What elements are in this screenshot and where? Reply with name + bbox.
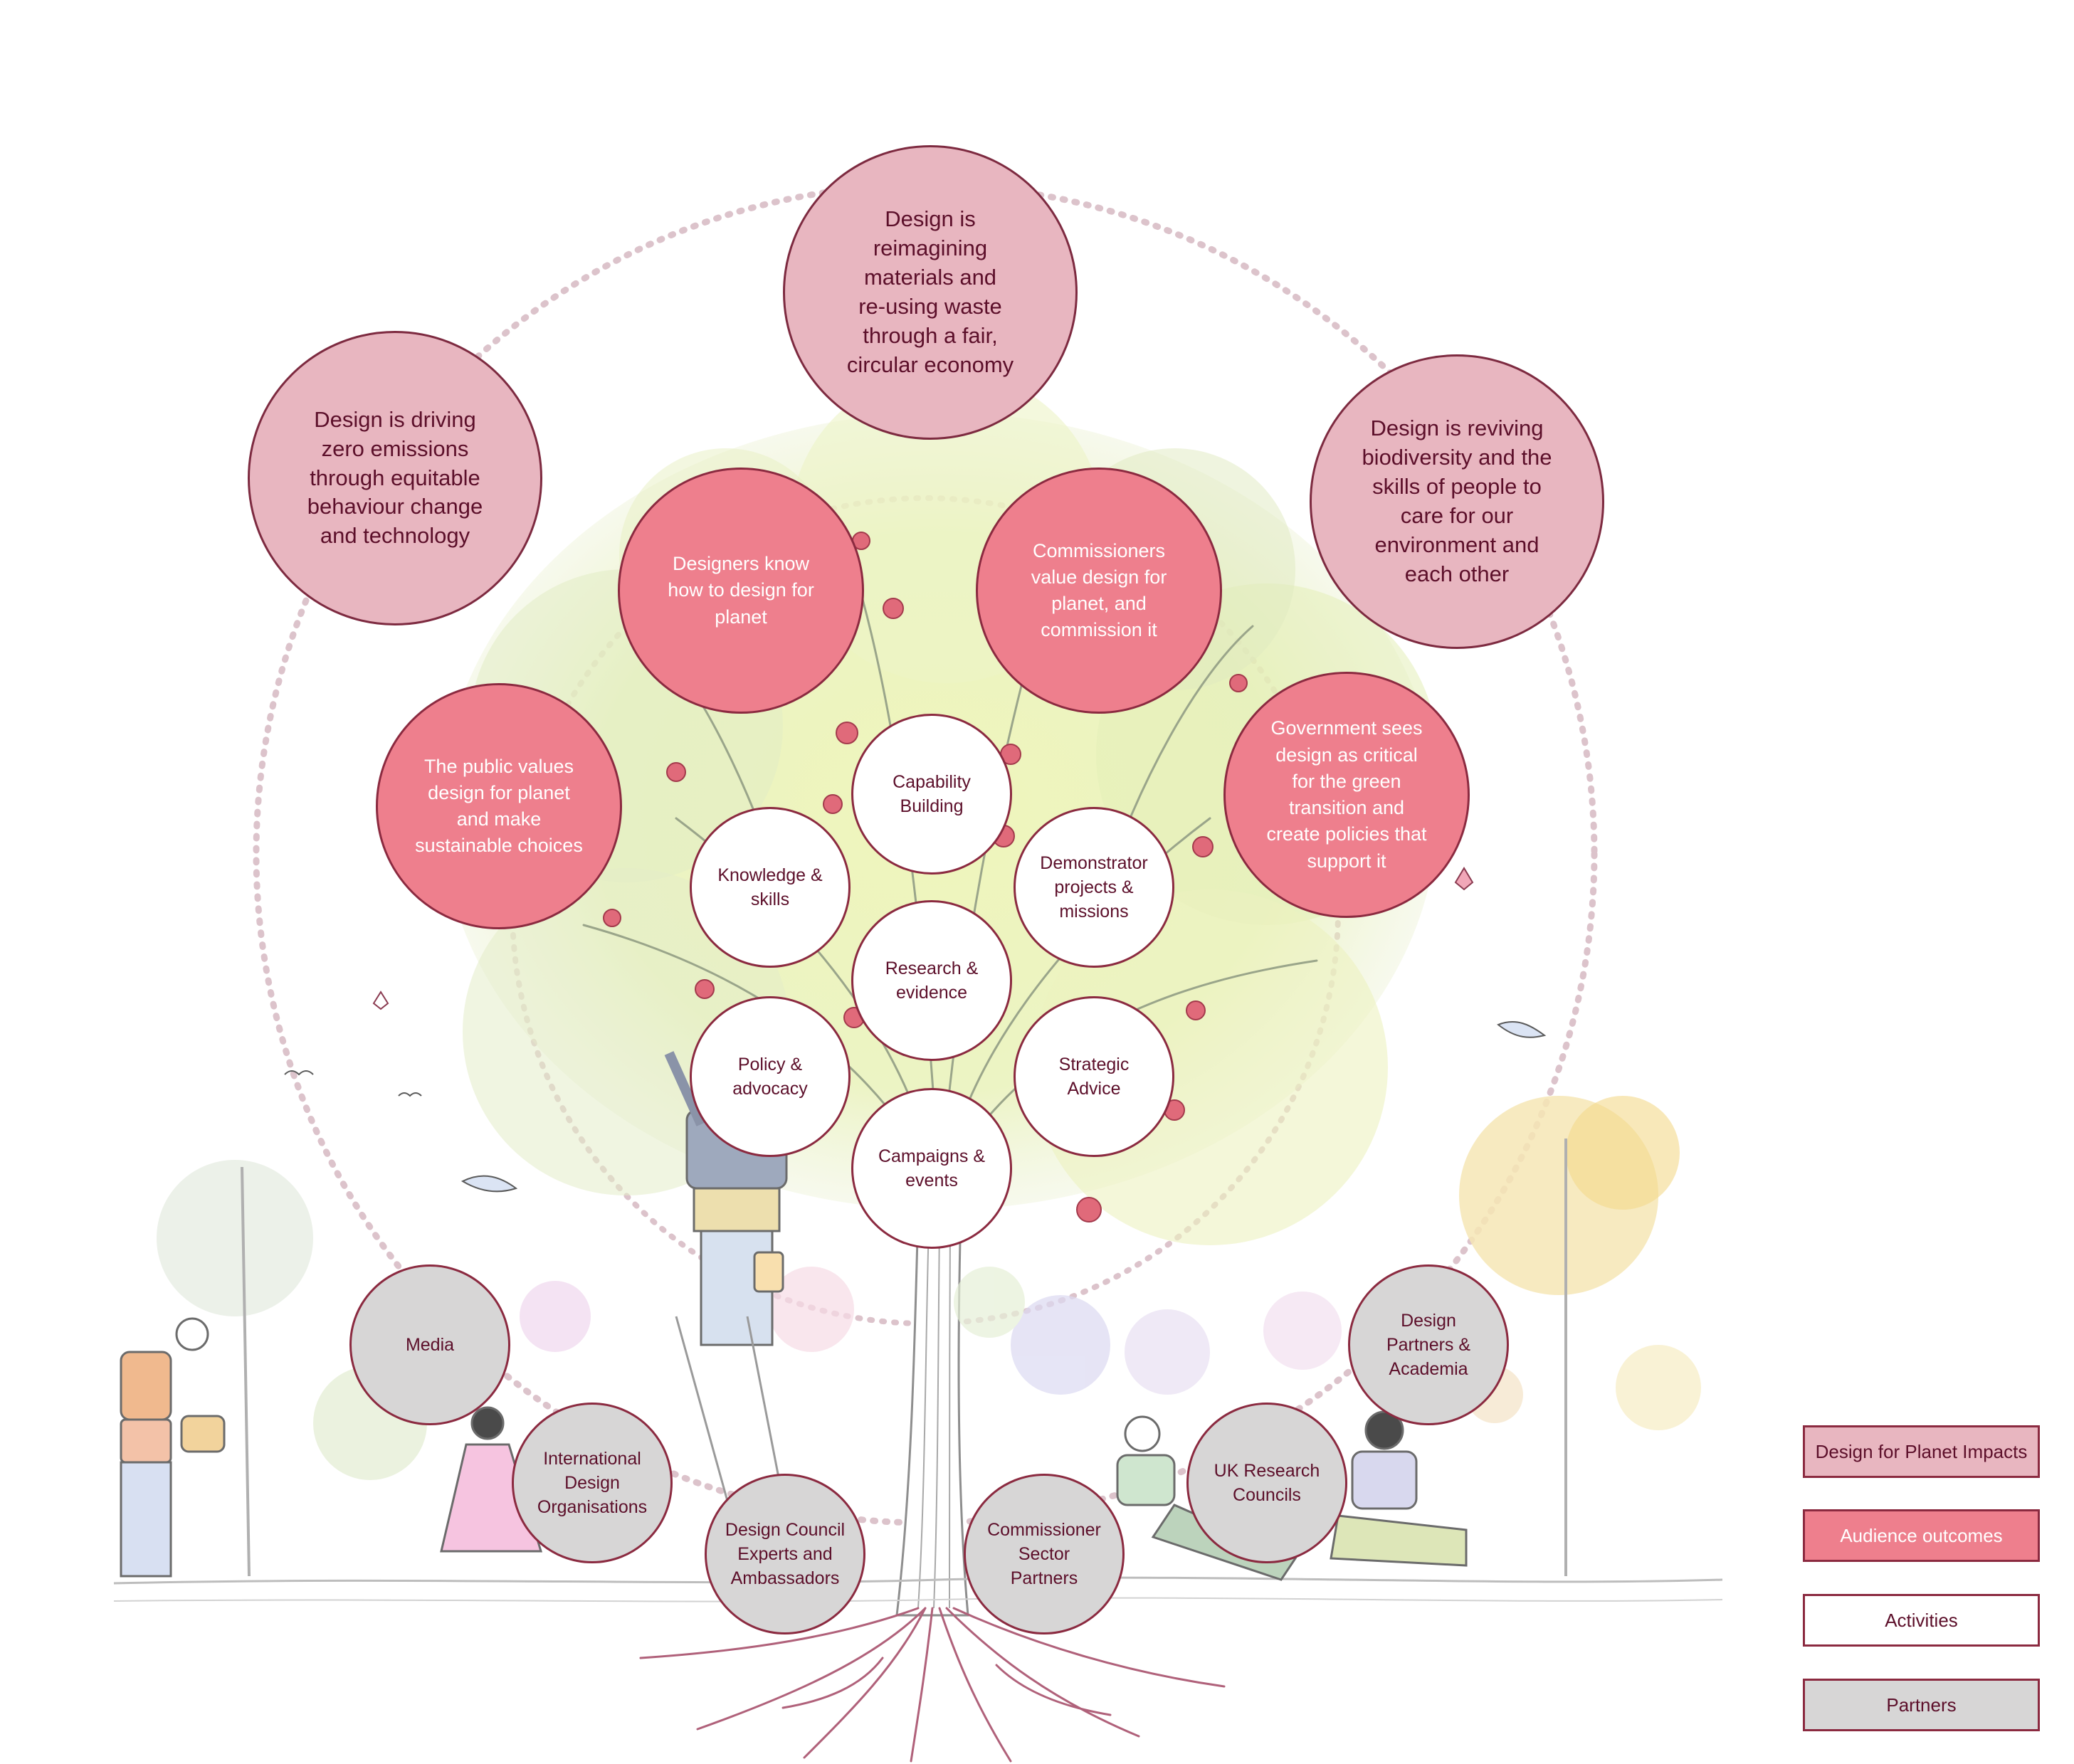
legend-activities-label: Activities [1885, 1610, 1958, 1632]
partner-design-academia: Design Partners & Academia [1348, 1264, 1509, 1425]
partner-uk-research-councils: UK Research Councils [1186, 1403, 1347, 1563]
outcome-commissioners: Commissioners value design for planet, a… [976, 468, 1222, 714]
outcome-designers: Designers know how to design for planet [618, 468, 864, 714]
outcome-designers-text: Designers know how to design for planet [668, 551, 814, 630]
activity-campaigns-events-text: Campaigns & events [878, 1144, 985, 1193]
legend-impacts-label: Design for Planet Impacts [1816, 1441, 2028, 1463]
partner-commissioner-sector: Commissioner Sector Partners [964, 1474, 1125, 1634]
partner-media: Media [349, 1264, 510, 1425]
activity-capability-building-text: Capability Building [893, 770, 971, 818]
activity-policy-advocacy: Policy & advocacy [690, 996, 851, 1157]
partner-uk-research-councils-text: UK Research Councils [1214, 1459, 1320, 1507]
legend-outcomes: Audience outcomes [1803, 1509, 2040, 1562]
partner-design-academia-text: Design Partners & Academia [1386, 1309, 1470, 1381]
outcome-public: The public values design for planet and … [376, 683, 622, 929]
partner-commissioner-sector-text: Commissioner Sector Partners [987, 1518, 1101, 1590]
legend-impacts: Design for Planet Impacts [1803, 1425, 2040, 1478]
impact-circular-economy-text: Design is reimagining materials and re-u… [847, 205, 1014, 379]
partner-international-design-orgs-text: International Design Organisations [537, 1447, 647, 1519]
legend-partners-label: Partners [1886, 1694, 1956, 1716]
tree-trunk [897, 1210, 968, 1615]
tree-roots [641, 1608, 1224, 1761]
impact-circular-economy: Design is reimagining materials and re-u… [783, 145, 1078, 440]
activity-strategic-advice-text: Strategic Advice [1059, 1052, 1130, 1101]
activity-demonstrator-projects: Demonstrator projects & missions [1014, 807, 1174, 968]
activity-capability-building: Capability Building [851, 714, 1012, 875]
impact-zero-emissions: Design is driving zero emissions through… [248, 331, 542, 625]
activity-knowledge-skills: Knowledge & skills [690, 807, 851, 968]
outcome-public-text: The public values design for planet and … [415, 754, 583, 860]
activity-research-evidence: Research & evidence [851, 900, 1012, 1061]
person-watering [121, 1319, 224, 1576]
impact-biodiversity: Design is reviving biodiversity and the … [1310, 354, 1604, 649]
activity-demonstrator-projects-text: Demonstrator projects & missions [1040, 851, 1147, 924]
impact-zero-emissions-text: Design is driving zero emissions through… [307, 406, 483, 551]
impact-biodiversity-text: Design is reviving biodiversity and the … [1362, 414, 1552, 588]
activity-strategic-advice: Strategic Advice [1014, 996, 1174, 1157]
legend-partners: Partners [1803, 1679, 2040, 1731]
outcome-government-text: Government sees design as critical for t… [1266, 715, 1426, 875]
partner-international-design-orgs: International Design Organisations [512, 1403, 673, 1563]
partner-design-council-experts-text: Design Council Experts and Ambassadors [725, 1518, 845, 1590]
legend-outcomes-label: Audience outcomes [1840, 1525, 2002, 1547]
outcome-commissioners-text: Commissioners value design for planet, a… [1031, 538, 1167, 644]
activity-research-evidence-text: Research & evidence [885, 956, 979, 1005]
partner-media-text: Media [406, 1333, 454, 1357]
activity-knowledge-skills-text: Knowledge & skills [717, 863, 822, 912]
partner-design-council-experts: Design Council Experts and Ambassadors [705, 1474, 865, 1634]
legend-activities: Activities [1803, 1594, 2040, 1647]
activity-policy-advocacy-text: Policy & advocacy [732, 1052, 808, 1101]
activity-campaigns-events: Campaigns & events [851, 1088, 1012, 1249]
outcome-government: Government sees design as critical for t… [1223, 672, 1470, 918]
